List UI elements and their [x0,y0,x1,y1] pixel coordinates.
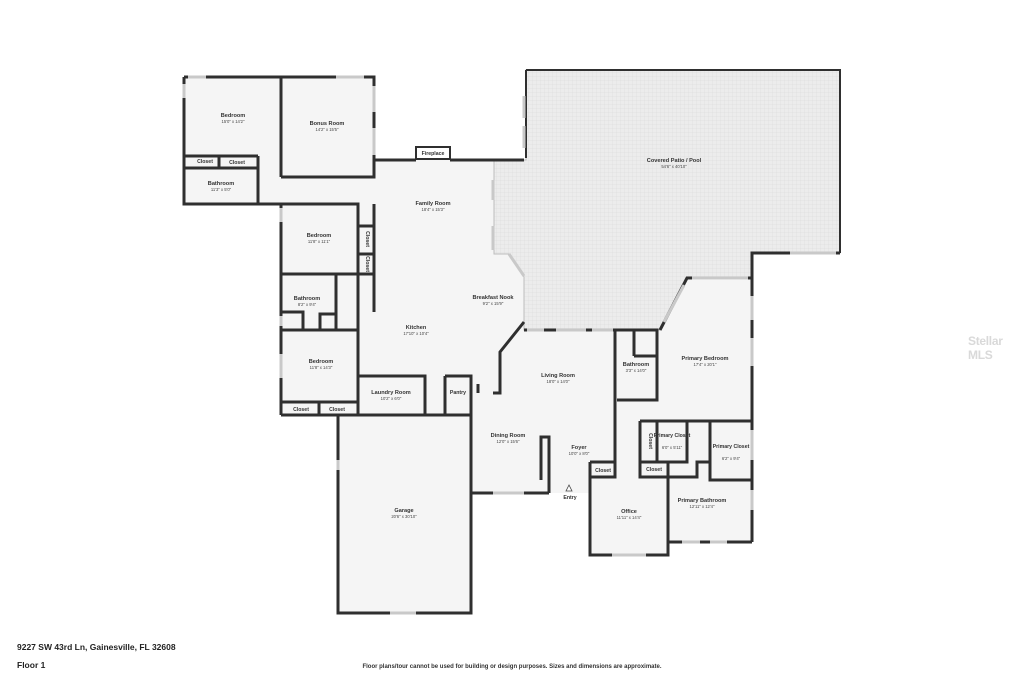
room-label-closet-sw2: Closet [329,407,345,413]
windows [182,75,836,615]
room-dim-bedroom-mid: 11'8" x 11'1" [308,239,331,244]
room-dim-garage: 20'6" x 30'10" [391,514,417,519]
room-dim-family-room: 18'4" x 15'3" [422,207,445,212]
room-label-fireplace: Fireplace [422,151,445,157]
room-label-bedroom-nw: Bedroom [221,113,246,119]
room-label-living-room: Living Room [541,373,575,379]
room-label-foyer: Foyer [571,445,587,451]
room-label-bathroom-nw: Bathroom [208,181,234,187]
room-dim-bonus-room: 14'2" x 15'5" [316,127,339,132]
room-label-bathroom-mid: Bathroom [294,296,320,302]
room-label-entry: Entry [563,495,576,501]
room-label-family-room: Family Room [415,201,450,207]
room-label-closet-foyer: Closet [646,467,662,473]
room-label-bathroom-primary-hall: Bathroom [623,362,649,368]
room-label-dining-room: Dining Room [491,433,526,439]
room-label-bonus-room: Bonus Room [310,121,345,127]
room-label-breakfast-nook: Breakfast Nook [472,295,514,301]
room-dim-bathroom-primary-hall: 3'3" x 14'0" [626,368,647,373]
room-label-garage: Garage [394,508,413,514]
room-label-closet-mid1: Closet [364,231,370,247]
room-dim-foyer: 10'0" x 8'0" [569,451,590,456]
room-label-primary-closet-1: Primary Closet [654,433,691,439]
room-dim-dining-room: 12'0" x 15'6" [497,439,520,444]
room-dim-laundry: 10'2" x 6'0" [381,396,402,401]
room-label-closet-sw1: Closet [293,407,309,413]
room-dim-primary-bedroom: 17'4" x 20'1" [694,362,717,367]
room-label-bedroom-sw: Bedroom [309,359,334,365]
room-dim-primary-bathroom: 12'11" x 12'4" [690,504,715,509]
room-label-office: Office [621,509,637,515]
room-label-bedroom-mid: Bedroom [307,233,332,239]
room-dim-living-room: 18'0" x 14'0" [547,379,570,384]
room-label-primary-closet-2: Primary Closet [713,444,750,450]
covered-patio-area [493,69,841,331]
room-dim-bathroom-nw: 11'3" x 5'0" [211,187,232,192]
room-label-primary-bedroom: Primary Bedroom [682,356,729,362]
room-dim-bedroom-sw: 11'8" x 14'3" [310,365,333,370]
disclaimer-text: Floor plans/tour cannot be used for buil… [362,664,662,670]
room-dim-office: 11'11" x 14'4" [617,515,642,520]
room-label-kitchen: Kitchen [406,325,427,331]
address-label: 9227 SW 43rd Ln, Gainesville, FL 32608 [17,642,176,652]
room-dim-breakfast-nook: 9'2" x 15'9" [483,301,504,306]
room-dim-bathroom-mid: 8'2" x 9'4" [298,302,317,307]
room-label-closet-nw1: Closet [197,159,213,165]
room-label-closet-nw2: Closet [229,160,245,166]
room-dim-covered-patio: 54'6" x 40'10" [661,164,687,169]
watermark-logo: Stellar MLS [968,334,1003,362]
room-label-pantry: Pantry [450,390,466,396]
room-dim-kitchen: 17'10" x 10'4" [403,331,429,336]
room-dim-primary-closet-2: 6'2" x 9'4" [722,456,741,461]
room-label-laundry: Laundry Room [371,390,410,396]
room-labels: Bedroom 15'0" x 14'2" Bonus Room 14'2" x… [197,113,750,520]
room-label-closet-primary: Closet [647,433,653,449]
room-label-covered-patio: Covered Patio / Pool [647,158,702,164]
entry-arrow-icon [565,484,573,492]
patio-edge-line [526,69,841,253]
floor-label: Floor 1 [17,660,46,670]
room-label-primary-bathroom: Primary Bathroom [678,498,727,504]
room-label-closet-mid2: Closet [364,256,370,272]
room-dim-bedroom-nw: 15'0" x 14'2" [222,119,245,124]
room-dim-primary-closet-1: 6'0" x 5'11" [662,445,683,450]
room-label-closet-office: Closet [595,468,611,474]
